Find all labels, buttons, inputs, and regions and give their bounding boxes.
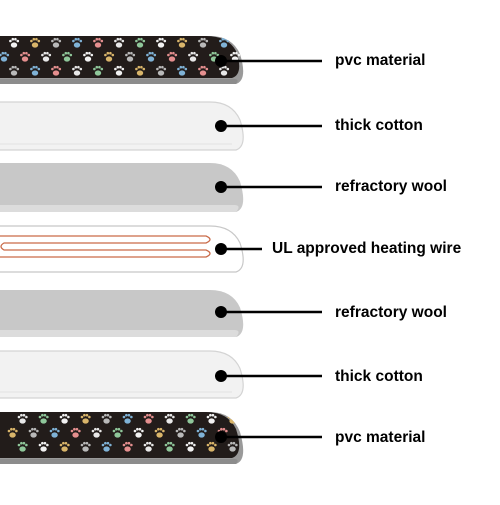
paw-print-icon <box>156 65 167 76</box>
paw-print-icon <box>196 427 207 438</box>
leader-dot <box>215 55 227 67</box>
layer-wool <box>0 163 322 212</box>
paw-print-icon <box>135 65 146 76</box>
layer-label: pvc material <box>335 429 426 446</box>
paw-print-icon <box>156 37 167 48</box>
paw-print-icon <box>30 65 41 76</box>
paw-print-icon <box>59 413 70 424</box>
wool-slab <box>0 290 244 337</box>
paw-print-icon <box>28 427 39 438</box>
paw-print-icon <box>72 65 83 76</box>
leader-dot <box>215 370 227 382</box>
paw-print-icon <box>80 441 91 452</box>
paw-print-icon <box>7 427 18 438</box>
wire-slab <box>0 225 244 273</box>
heating-wire <box>0 235 211 258</box>
wool-slab <box>0 163 244 212</box>
paw-print-icon <box>164 441 175 452</box>
paw-print-icon <box>198 65 209 76</box>
paw-print-icon <box>177 37 188 48</box>
paw-print-icon <box>114 37 125 48</box>
layer-wire <box>0 225 262 273</box>
paw-print-icon <box>143 413 154 424</box>
paw-print-icon <box>122 441 133 452</box>
layer-label: thick cotton <box>335 368 423 385</box>
paw-print-icon <box>41 51 52 62</box>
paw-print-icon <box>206 441 217 452</box>
paw-print-icon <box>51 37 62 48</box>
paw-print-icon <box>70 427 81 438</box>
paw-print-icon <box>227 441 238 452</box>
paw-print-icon <box>112 427 123 438</box>
paw-print-icon <box>114 65 125 76</box>
layer-wool <box>0 290 322 337</box>
layer-label: UL approved heating wire <box>272 240 462 257</box>
cotton-slab <box>0 101 244 151</box>
paw-print-icon <box>104 51 115 62</box>
leader-dot <box>215 306 227 318</box>
paw-print-icon <box>101 441 112 452</box>
paw-print-icon <box>133 427 144 438</box>
paw-print-icon <box>17 413 28 424</box>
layer-label: thick cotton <box>335 117 423 134</box>
paw-print-icon <box>146 51 157 62</box>
paw-print-icon <box>198 37 209 48</box>
paw-print-icon <box>83 51 94 62</box>
paw-print-icon <box>93 65 104 76</box>
paw-print-icon <box>93 37 104 48</box>
paw-print-icon <box>175 427 186 438</box>
paw-print-icon <box>38 413 49 424</box>
cotton-slab <box>0 350 244 399</box>
paw-print-icon <box>30 37 41 48</box>
paw-print-icon <box>188 51 199 62</box>
leader-dot <box>215 181 227 193</box>
paw-print-icon <box>9 65 20 76</box>
paw-print-icon <box>185 413 196 424</box>
paw-print-icon <box>59 441 70 452</box>
paw-print-icon <box>122 413 133 424</box>
paw-print-icon <box>167 51 178 62</box>
paw-print-icon <box>0 51 10 62</box>
paw-print-icon <box>101 413 112 424</box>
leader-dot <box>215 243 227 255</box>
paw-print-icon <box>206 413 217 424</box>
paw-print-icon <box>62 51 73 62</box>
layer-cotton <box>0 350 322 399</box>
paw-print-icon <box>51 65 62 76</box>
layer-label: refractory wool <box>335 304 447 321</box>
paw-print-icon <box>72 37 83 48</box>
paw-print-icon <box>17 441 28 452</box>
leader-dot <box>215 431 227 443</box>
paw-print-icon <box>154 427 165 438</box>
paw-print-icon <box>49 427 60 438</box>
paw-print-icon <box>164 413 175 424</box>
paw-print-icon <box>135 37 146 48</box>
paw-print-icon <box>91 427 102 438</box>
paw-print-icon <box>185 441 196 452</box>
layer-pvc <box>0 412 322 464</box>
layer-pvc <box>0 36 322 84</box>
layer-label: pvc material <box>335 52 426 69</box>
paw-print-icon <box>143 441 154 452</box>
layer-cotton <box>0 101 322 151</box>
paw-print-icon <box>38 441 49 452</box>
leader-dot <box>215 120 227 132</box>
paw-print-icon <box>9 37 20 48</box>
paw-print-icon <box>125 51 136 62</box>
paw-print-icon <box>177 65 188 76</box>
layer-label: refractory wool <box>335 178 447 195</box>
paw-print-icon <box>20 51 31 62</box>
paw-print-icon <box>80 413 91 424</box>
